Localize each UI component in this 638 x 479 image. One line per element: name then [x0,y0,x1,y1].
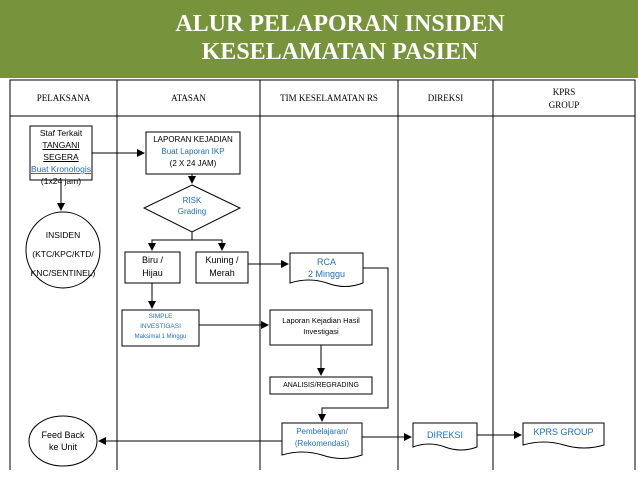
laporan-line-3: (2 X 24 JAM) [169,159,217,168]
insiden-line-2: (KTC/KPC/KTD/ [32,249,94,259]
kuning-line-2: Merah [209,268,235,278]
pembelajaran-line-1: Pembelajaran/ [296,427,348,436]
simple-investigasi-label: SIMPLE INVESTIGASI Maksimal 1 Minggu [122,312,199,342]
rca-line-2: 2 Minggu [307,269,346,279]
arrow-rca-to-pembelajaran [318,267,389,422]
kprs-group-document [522,422,605,449]
laporan-kejadian-label: LAPORAN KEJADIAN Buat Laporan IKP (2 X 2… [146,134,240,170]
risk-line-2: Grading [177,207,207,216]
rca-line-1: RCA [316,257,336,267]
insiden-ellipse [25,211,101,289]
laporan-hasil-label: Laporan Kejadian Hasil Investigasi [270,315,372,337]
kprs-doc-label: KPRS GROUP [533,427,594,437]
insiden-line-1: INSIDEN [45,230,81,240]
biru-line-1: Biru / [141,255,163,265]
page-title-line-2: KESELAMATAN PASIEN [201,39,479,65]
column-header-pelaksana: PELAKSANA [36,93,91,103]
arrow-risk-to-biru [148,232,193,251]
staf-line-3: Buat Kronologis [30,164,91,174]
simple-line-3: Maksimal 1 Minggu [134,334,187,340]
feedback-line-2: ke Unit [48,442,77,452]
laporan-hasil-line-1: Laporan Kejadian Hasil [282,316,360,325]
feedback-line-1: Feed Back [41,430,85,440]
risk-line-1: RISK [182,196,202,205]
arrow-risk-to-kuning [192,239,226,251]
insiden-line-3: KNC/SENTINEL) [30,268,96,278]
column-header-atasan: ATASAN [171,93,206,103]
staf-line-2: TANGANI SEGERA [42,140,80,162]
simple-line-1: SIMPLE [148,313,173,320]
page-title-line-1: ALUR PELAPORAN INSIDEN [175,11,505,37]
kuning-merah-label: Kuning / Merah [196,254,248,280]
pembelajaran-line-2: (Rekomendasi) [294,439,350,448]
column-header-kprs-1: KPRS [552,87,576,97]
direksi-doc-label: DIREKSI [426,430,463,440]
insiden-label: INSIDEN (KTC/KPC/KTD/ KNC/SENTINEL) [26,226,100,283]
kuning-merah-box [195,251,249,284]
staf-label: Staf Terkait TANGANI SEGERA Buat Kronolo… [30,127,92,187]
header-row [9,79,636,117]
column-header-tim: TIM KESELAMATAN RS [280,93,378,103]
kuning-line-1: Kuning / [205,255,239,265]
analisis-label: ANALISIS/REGRADING [283,382,359,389]
rca-label: RCA 2 Minggu [290,256,363,280]
rca-document [289,252,364,287]
risk-grading-label: RISK Grading [160,195,224,217]
feedback-label: Feed Back ke Unit [29,429,97,453]
simple-line-2: INVESTIGASI [140,323,181,330]
laporan-line-2: Buat Laporan IKP [161,147,225,156]
direksi-document [412,422,478,451]
laporan-hasil-box [269,309,373,346]
feedback-ellipse [28,415,98,467]
column-header-direksi: DIREKSI [427,93,464,103]
laporan-kejadian-box [145,131,241,175]
column-header-kprs-2: GROUP [548,100,580,110]
analisis-regrading-box [269,376,373,395]
biru-hijau-box [124,251,181,284]
staf-line-4: (1x24 jam) [40,176,82,186]
laporan-line-1: LAPORAN KEJADIAN [153,135,233,144]
pembelajaran-document [281,422,363,459]
pembelajaran-label: Pembelajaran/ (Rekomendasi) [282,426,362,450]
laporan-hasil-line-2: Investigasi [303,327,339,336]
biru-hijau-label: Biru / Hijau [125,254,180,280]
simple-investigasi-box [121,309,200,347]
biru-line-2: Hijau [142,268,163,278]
staf-line-1: Staf Terkait [39,128,83,138]
title-banner [0,0,638,78]
